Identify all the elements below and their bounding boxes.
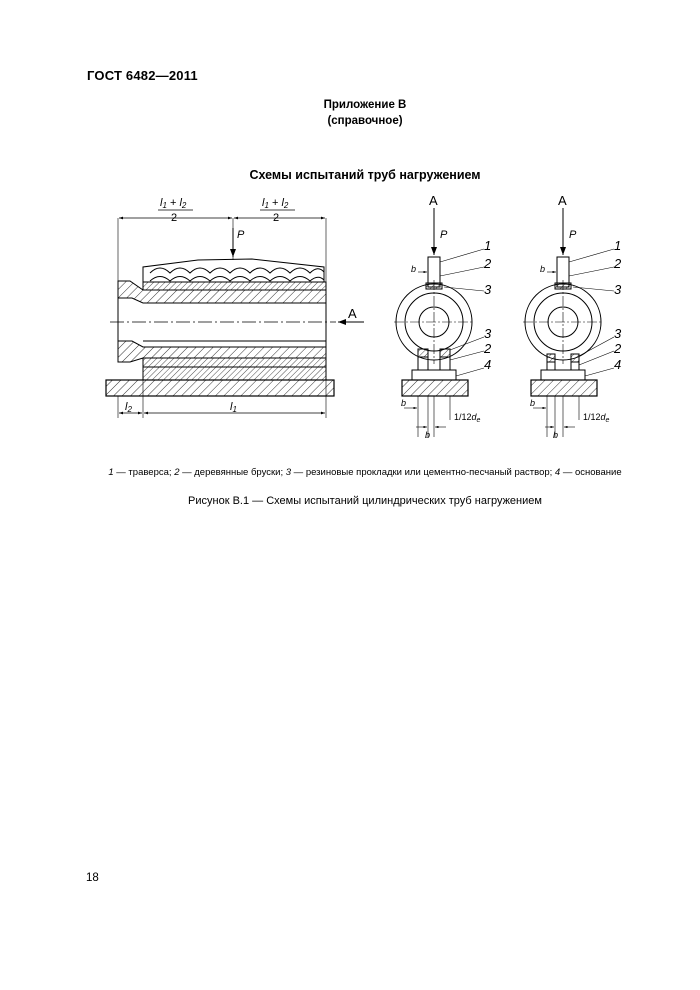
svg-text:2: 2 [613,341,622,356]
dim-l1: l1 [230,401,237,414]
pipe-test-drawing: l1 + l2 2 l1 + l2 2 P A l2 l1 [105,193,622,440]
section-title: Схемы испытаний труб нагружением [249,168,481,182]
svg-text:1/12de: 1/12de [583,412,610,424]
svg-text:3: 3 [484,326,492,341]
svg-text:b: b [540,264,545,274]
document-header: ГОСТ 6482—2011 [87,68,198,83]
svg-text:2: 2 [483,341,492,356]
figure-legend: 1 — траверса; 2 — деревянные бруски; 3 —… [108,467,622,478]
svg-text:P: P [569,229,577,241]
dimension-label-half-right: l1 + l2 2 [260,197,295,224]
svg-text:P: P [440,229,448,241]
svg-text:4: 4 [484,357,491,372]
view-label: A [348,306,357,321]
svg-text:4: 4 [614,357,621,372]
svg-text:3: 3 [484,282,492,297]
side-view [105,216,364,418]
svg-text:l1 + l2: l1 + l2 [160,197,187,210]
svg-text:2: 2 [613,256,622,271]
svg-text:1: 1 [614,238,621,253]
annex-subtitle: (справочное) [327,115,403,127]
svg-text:1/12de: 1/12de [454,412,481,424]
page-number: 18 [86,872,99,884]
svg-text:3: 3 [614,282,622,297]
svg-text:1: 1 [484,238,491,253]
figure-caption: Рисунок В.1 — Схемы испытаний цилиндриче… [188,495,542,507]
dimension-label-half-left: l1 + l2 2 [158,197,193,224]
svg-text:2: 2 [483,256,492,271]
svg-text:b: b [553,430,558,440]
dim-l2: l2 [125,401,132,414]
svg-text:l1 + l2: l1 + l2 [262,197,289,210]
svg-text:A: A [429,193,438,208]
cross-section-view-1 [394,208,485,437]
svg-text:b: b [401,398,406,408]
svg-text:A: A [558,193,567,208]
annex-title: Приложение В [323,99,407,111]
svg-text:3: 3 [614,326,622,341]
cross-section-1-labels: A P b 1 2 3 3 2 4 b b 1/12de [401,193,492,440]
cross-section-view-2 [523,208,615,437]
cross-section-2-labels: A P b 1 2 3 3 2 4 b b 1/12de [530,193,622,440]
svg-text:2: 2 [171,212,177,224]
load-label: P [237,229,245,241]
svg-text:b: b [530,398,535,408]
svg-text:b: b [425,430,430,440]
svg-text:b: b [411,264,416,274]
svg-text:2: 2 [273,212,279,224]
